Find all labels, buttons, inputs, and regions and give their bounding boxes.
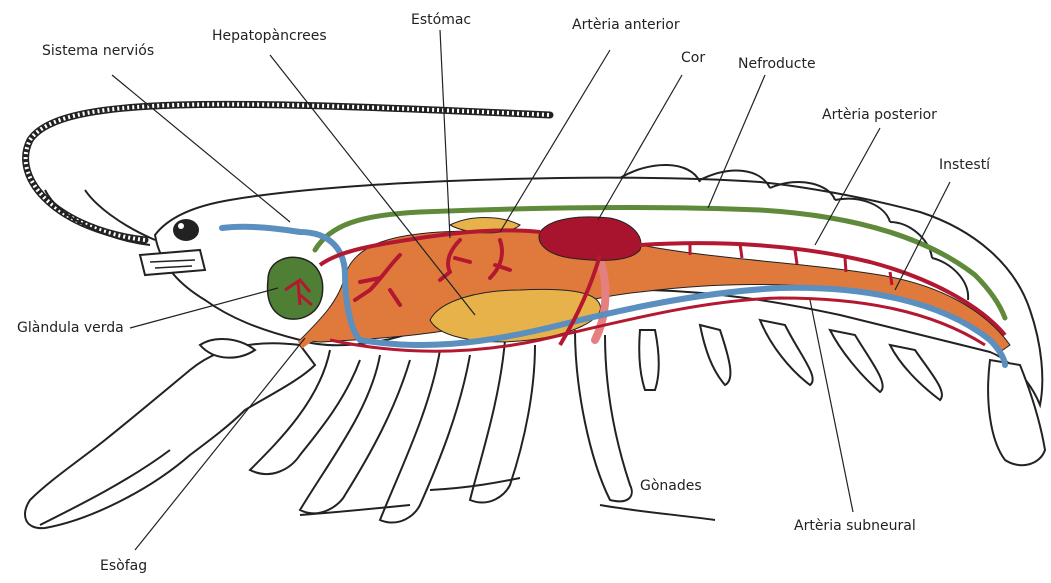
eye xyxy=(173,219,199,241)
label-cor: Cor xyxy=(681,50,705,66)
label-glandula-verda: Glàndula verda xyxy=(17,320,124,336)
label-gonades: Gònades xyxy=(640,478,702,494)
label-nefroducte: Nefroducte xyxy=(738,56,816,72)
label-sistema-nervios: Sistema nerviós xyxy=(42,43,154,59)
eye-highlight xyxy=(178,223,184,229)
label-arteria-posterior: Artèria posterior xyxy=(822,107,937,123)
label-estomac: Estómac xyxy=(411,12,471,28)
heart xyxy=(539,217,641,260)
pointer-sistema-nervios xyxy=(112,75,290,222)
mouthparts xyxy=(140,250,205,275)
label-hepatopancrees: Hepatopàncrees xyxy=(212,28,327,44)
label-esofag: Esòfag xyxy=(100,558,147,574)
label-intesti: Instestí xyxy=(939,157,990,173)
label-arteria-subneural: Artèria subneural xyxy=(794,518,916,534)
label-arteria-anterior: Artèria anterior xyxy=(572,17,680,33)
swimmerets xyxy=(639,320,942,400)
claw xyxy=(25,343,315,528)
claw-upper xyxy=(200,339,255,358)
